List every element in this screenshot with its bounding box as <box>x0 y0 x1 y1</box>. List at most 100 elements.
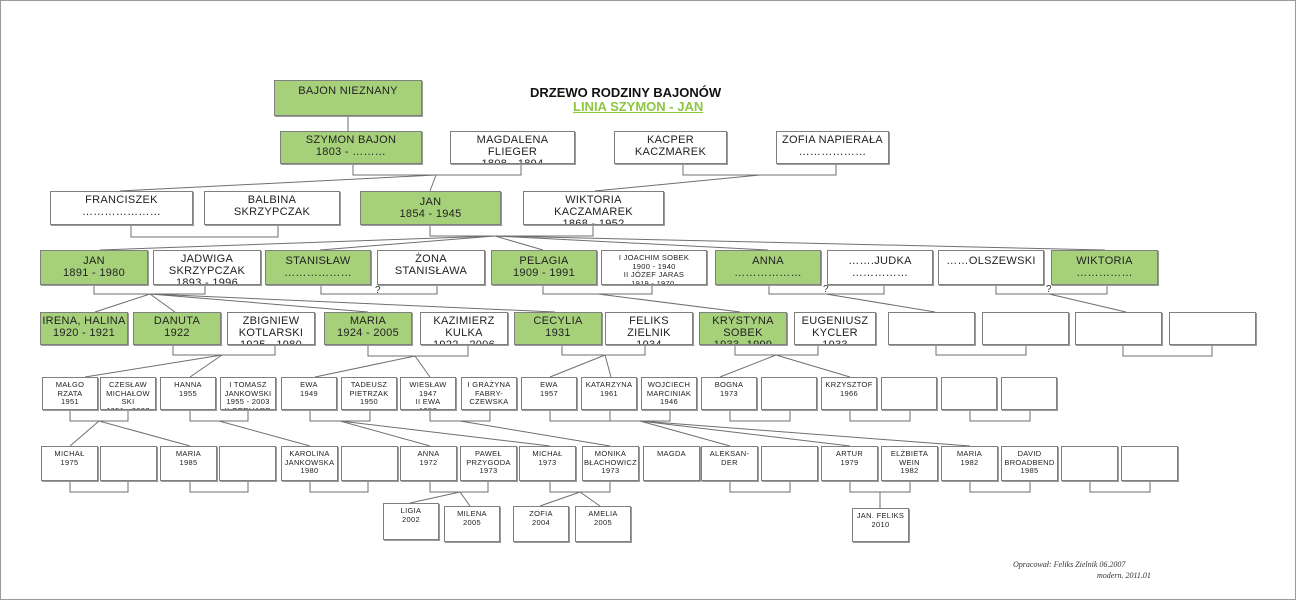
empty-person-box <box>1169 312 1256 345</box>
person-box: JADWIGA SKRZYPCZAK 1893 - 1996 <box>153 250 261 285</box>
person-box: AMELIA 2005 <box>575 506 631 542</box>
person-box: KAROLINA JANKOWSKA 1980 <box>281 446 338 481</box>
couple-bracket <box>93 285 206 295</box>
couple-bracket <box>935 345 1027 356</box>
person-box: FRANCISZEK ………………… <box>50 191 193 225</box>
person-box: KATARZYNA 1961 <box>581 377 637 410</box>
descent-line <box>149 293 556 313</box>
couple-bracket <box>429 410 491 422</box>
couple-bracket <box>367 345 469 357</box>
unknown-spouse-marker: ? <box>823 284 829 295</box>
descent-line <box>99 235 496 251</box>
person-box: HANNA 1955 <box>160 377 216 410</box>
descent-line <box>149 293 369 313</box>
person-box: I GRAŻYNA FABRY- CZEWSKA <box>461 377 517 410</box>
person-box: WOJCIECH MARCINIAK 1946 <box>641 377 697 410</box>
empty-person-box <box>761 377 817 410</box>
descent-line <box>494 235 1106 251</box>
couple-bracket <box>69 481 129 493</box>
empty-person-box <box>219 446 276 481</box>
empty-person-box <box>761 446 818 481</box>
person-box: ŻONA STANISŁAWA ………………… <box>377 250 485 285</box>
direct-line-person-box: STANISŁAW ……………… <box>265 250 371 285</box>
person-box: LIGIA 2002 <box>383 503 439 540</box>
direct-line-person-box: SZYMON BAJON 1803 - ……… <box>280 131 422 164</box>
descent-line <box>597 293 741 313</box>
direct-line-person-box: KRYSTYNA SOBEK 1933 -1999 <box>699 312 787 345</box>
descent-line <box>339 420 551 447</box>
descent-line <box>459 491 471 507</box>
person-box: PAWEŁ PRZYGODA 1973 <box>460 446 517 481</box>
descent-line <box>1048 293 1127 313</box>
person-box: MICHAŁ 1975 <box>41 446 98 481</box>
descent-line <box>639 420 971 447</box>
person-box: ZBIGNIEW KOTLARSKI 1925 - 1980 <box>227 312 315 345</box>
person-box: CZESŁAW MICHAŁOW SKI 1951 - 2007 <box>100 377 156 410</box>
couple-bracket <box>609 410 671 422</box>
person-box: WIKTORIA KACZAMAREK 1868 - 1952 <box>523 191 664 225</box>
direct-line-person-box: DANUTA 1922 <box>133 312 221 345</box>
couple-bracket <box>729 481 791 493</box>
person-box: TADEUSZ PIETRZAK 1950 <box>341 377 397 410</box>
direct-line-person-box: BAJON NIEZNANY <box>274 80 422 116</box>
person-box: MAGDALENA FLIEGER 1808 - 1894 <box>450 131 575 164</box>
descent-line <box>639 420 851 447</box>
descent-line <box>119 174 437 192</box>
couple-bracket <box>130 225 279 238</box>
person-box: ARTUR 1979 <box>821 446 878 481</box>
descent-line <box>494 235 769 251</box>
descent-line <box>409 491 461 504</box>
direct-line-person-box: IRENA, HALINA 1920 - 1921 <box>40 312 128 345</box>
couple-bracket <box>561 345 646 356</box>
descent-line <box>825 293 936 313</box>
couple-bracket <box>189 481 249 493</box>
person-box: KACPER KACZMAREK ……………… <box>614 131 727 164</box>
person-box: ……OLSZEWSKI <box>938 250 1044 285</box>
descent-line <box>149 293 176 313</box>
couple-bracket <box>549 410 611 422</box>
person-box: …….JUDKA …………… <box>827 250 933 285</box>
couple-bracket <box>429 481 489 493</box>
person-box: EWA 1957 <box>521 377 577 410</box>
couple-bracket <box>729 410 791 422</box>
person-box: ALEKSAN- DER <box>701 446 758 481</box>
direct-line-person-box: CECYLIA 1931 <box>514 312 602 345</box>
couple-bracket <box>352 165 522 176</box>
descent-line <box>549 354 606 378</box>
person-box: ELŻBIETA WEIN 1982 <box>881 446 938 481</box>
couple-bracket <box>69 410 129 422</box>
person-box: MILENA 2005 <box>444 506 500 542</box>
empty-person-box <box>888 312 975 345</box>
person-box: MONIKA BŁACHOWICZ 1973 <box>582 446 639 481</box>
person-box: I TOMASZ JANKOWSKI 1955 - 2003 II GERHAR… <box>220 377 276 410</box>
footer-author: Opracował: Feliks Zielnik 06.2007 <box>1013 560 1126 569</box>
couple-bracket <box>995 285 1108 295</box>
person-box: BOGNA 1973 <box>701 377 757 410</box>
couple-bracket <box>189 410 249 422</box>
person-box: MICHAŁ 1973 <box>519 446 576 481</box>
person-box: MARIA 1982 <box>941 446 998 481</box>
descent-line <box>594 174 761 192</box>
couple-bracket <box>1122 345 1213 357</box>
person-box: JAN. FELIKS 2010 <box>852 508 909 542</box>
descent-line <box>429 174 437 192</box>
couple-bracket <box>172 345 276 356</box>
couple-bracket <box>849 410 911 422</box>
empty-person-box <box>881 377 937 410</box>
person-box: KAZIMIERZ KULKA 1922 - 2006 <box>420 312 508 345</box>
unknown-spouse-marker: ? <box>375 285 381 296</box>
person-box: BALBINA SKRZYPCZAK ………………… <box>204 191 340 225</box>
couple-bracket <box>969 410 1031 422</box>
person-box: MAGDA <box>643 446 700 481</box>
person-box: FELIKS ZIELNIK 1934 <box>605 312 693 345</box>
person-box: ZOFIA NAPIERAŁA ……………… <box>776 131 889 164</box>
couple-bracket <box>682 165 837 176</box>
person-box: EUGENIUSZ KYCLER 1933 <box>794 312 876 345</box>
person-box: DAVID BROADBEND 1985 <box>1001 446 1058 481</box>
couple-bracket <box>549 481 611 493</box>
descent-line <box>494 235 544 251</box>
couple-bracket <box>969 481 1031 493</box>
empty-person-box <box>1001 377 1057 410</box>
